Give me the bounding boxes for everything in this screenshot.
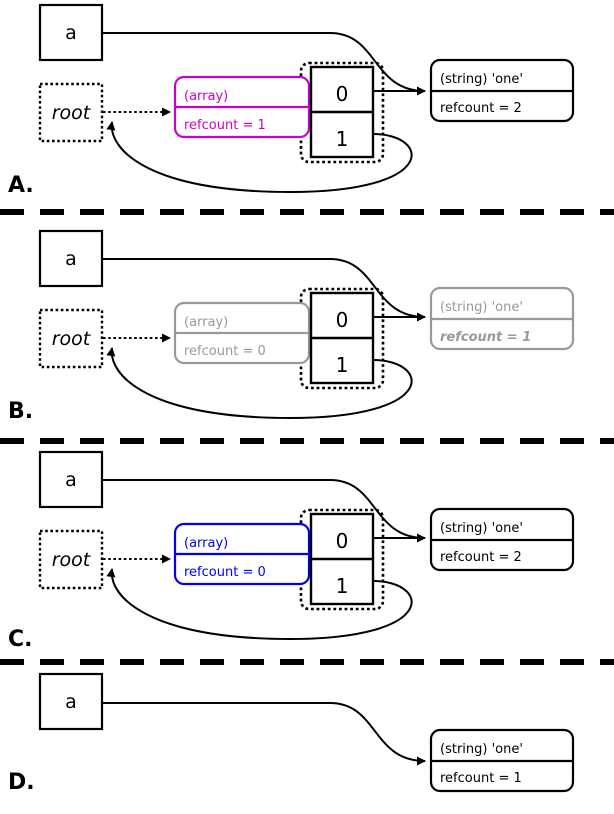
a-to-string-edge bbox=[103, 479, 426, 539]
variable-box-a: a bbox=[38, 672, 104, 731]
a-to-string-edge bbox=[103, 32, 426, 92]
a-to-string-edge bbox=[103, 258, 426, 318]
panel-label-a: A. bbox=[8, 173, 34, 198]
string-type-label: (string) 'one' bbox=[440, 72, 523, 87]
string-node: (string) 'one' refcount = 2 bbox=[429, 58, 575, 123]
variable-box-label: a bbox=[65, 691, 77, 713]
cell1-self-loop-edge bbox=[106, 568, 413, 641]
array-type-label: (array) bbox=[184, 315, 228, 330]
index-cells: 0 1 bbox=[309, 65, 375, 159]
string-node: (string) 'one' refcount = 1 bbox=[429, 286, 575, 351]
index-cells: 0 1 bbox=[309, 512, 375, 606]
index-cell-0-label: 0 bbox=[336, 82, 349, 106]
index-cell-1-label: 1 bbox=[336, 353, 349, 377]
string-refcount-label: refcount = 1 bbox=[440, 771, 522, 786]
array-node: (array) refcount = 0 bbox=[173, 522, 311, 586]
string-refcount-label: refcount = 2 bbox=[440, 101, 522, 116]
root-box: root bbox=[38, 308, 104, 369]
array-node: (array) refcount = 0 bbox=[173, 301, 311, 365]
array-refcount-label: refcount = 1 bbox=[184, 118, 266, 133]
index-cell-1-label: 1 bbox=[336, 574, 349, 598]
array-refcount-label: refcount = 0 bbox=[184, 344, 266, 359]
root-box-label: root bbox=[52, 102, 92, 124]
string-type-label: (string) 'one' bbox=[440, 521, 523, 536]
root-box: root bbox=[38, 82, 104, 143]
string-refcount-label: refcount = 1 bbox=[440, 330, 531, 345]
array-type-label: (array) bbox=[184, 89, 228, 104]
variable-box-label: a bbox=[65, 469, 77, 491]
root-box: root bbox=[38, 529, 104, 590]
root-box-label: root bbox=[52, 549, 92, 571]
array-refcount-label: refcount = 0 bbox=[184, 565, 266, 580]
index-cell-0-label: 0 bbox=[336, 529, 349, 553]
array-type-label: (array) bbox=[184, 536, 228, 551]
panel-label-b: B. bbox=[8, 399, 33, 424]
variable-box-a: a bbox=[38, 229, 104, 288]
a-to-string-edge bbox=[103, 702, 426, 766]
variable-box-label: a bbox=[65, 22, 77, 44]
cell1-self-loop-edge bbox=[106, 121, 413, 194]
string-type-label: (string) 'one' bbox=[440, 300, 523, 315]
index-cell-1-label: 1 bbox=[336, 127, 349, 151]
variable-box-a: a bbox=[38, 3, 104, 62]
index-cell-0-label: 0 bbox=[336, 308, 349, 332]
string-refcount-label: refcount = 2 bbox=[440, 550, 522, 565]
index-cells: 0 1 bbox=[309, 291, 375, 385]
string-node: (string) 'one' refcount = 2 bbox=[429, 507, 575, 572]
string-type-label: (string) 'one' bbox=[440, 742, 523, 757]
root-box-label: root bbox=[52, 328, 92, 350]
variable-box-a: a bbox=[38, 450, 104, 509]
panel-label-d: D. bbox=[8, 770, 35, 795]
variable-box-label: a bbox=[65, 248, 77, 270]
cell1-self-loop-edge bbox=[106, 347, 413, 420]
panel-label-c: C. bbox=[8, 627, 33, 652]
array-node: (array) refcount = 1 bbox=[173, 75, 311, 139]
string-node: (string) 'one' refcount = 1 bbox=[429, 728, 575, 793]
